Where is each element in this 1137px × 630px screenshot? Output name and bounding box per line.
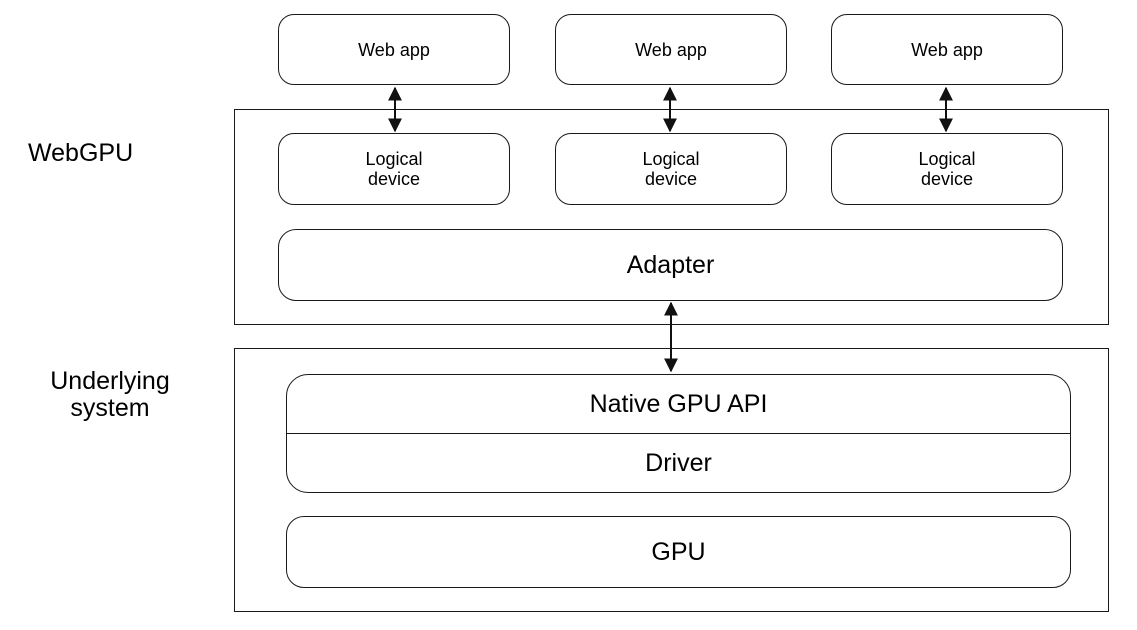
stack-divider (287, 433, 1070, 434)
web-app-box-3: Web app (831, 14, 1063, 85)
underlying-system-layer-label: Underlying system (5, 368, 215, 422)
logical-device-line2: device (920, 169, 974, 189)
gpu-label: GPU (651, 537, 706, 566)
native-gpu-api-label: Native GPU API (589, 389, 768, 418)
logical-device-box-3: Logical device (831, 133, 1063, 205)
web-app-label: Web app (911, 39, 983, 60)
adapter-box: Adapter (278, 229, 1063, 301)
driver-label: Driver (645, 448, 712, 477)
logical-device-line1: Logical (642, 149, 700, 169)
webgpu-layer-label: WebGPU (28, 139, 134, 167)
web-app-label: Web app (358, 39, 430, 60)
gpu-box: GPU (286, 516, 1071, 588)
underlying-label-line2: system (70, 394, 150, 422)
logical-device-line2: device (367, 169, 421, 189)
logical-device-line1: Logical (365, 149, 423, 169)
web-app-box-1: Web app (278, 14, 510, 85)
adapter-label: Adapter (626, 250, 715, 279)
logical-device-line1: Logical (918, 149, 976, 169)
native-gpu-api-cell: Native GPU API (287, 375, 1070, 433)
web-app-label: Web app (635, 39, 707, 60)
underlying-label-line1: Underlying (50, 367, 170, 395)
logical-device-box-1: Logical device (278, 133, 510, 205)
logical-device-box-2: Logical device (555, 133, 787, 205)
web-app-box-2: Web app (555, 14, 787, 85)
logical-device-line2: device (644, 169, 698, 189)
driver-cell: Driver (287, 434, 1070, 492)
native-gpu-api-driver-box: Native GPU API Driver (286, 374, 1071, 493)
